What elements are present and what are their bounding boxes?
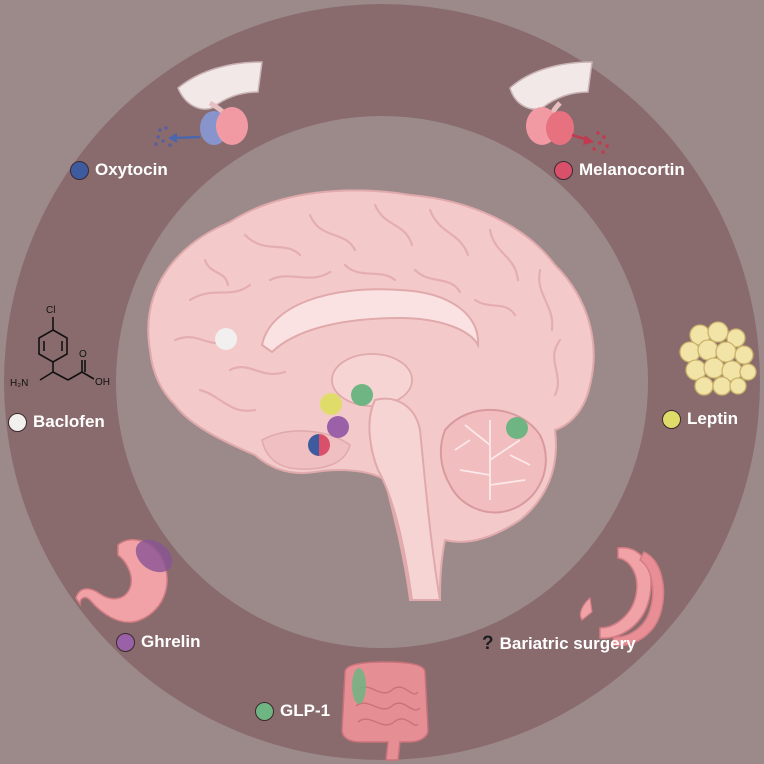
question-mark-icon: ? [482, 633, 494, 654]
oxytocin-label: Oxytocin [70, 160, 168, 180]
intestine-icon [341, 661, 429, 761]
glp1-label: GLP-1 [255, 701, 330, 721]
marker-ghrelin [327, 416, 349, 438]
leptin-text: Leptin [687, 409, 738, 428]
chem-hydroxyl-label: OH [95, 377, 110, 388]
chem-oxygen-label: O [79, 349, 87, 360]
ghrelin-text: Ghrelin [141, 632, 201, 651]
marker-glp1-hindbrain [506, 417, 528, 439]
melanocortin-text: Melanocortin [579, 160, 685, 179]
ghrelin-dot-icon [116, 632, 135, 652]
sleeve-stomach-icon [579, 547, 665, 647]
pituitary-right-icon [509, 61, 609, 154]
marker-leptin [320, 393, 342, 415]
baclofen-structure-icon [38, 317, 95, 381]
oxytocin-dot-icon [70, 160, 89, 180]
marker-oxytocin-melanocortin [308, 434, 330, 456]
melanocortin-label: Melanocortin [554, 160, 685, 180]
marker-baclofen [215, 328, 237, 350]
leptin-label: Leptin [662, 409, 738, 429]
melanocortin-dot-icon [554, 160, 573, 180]
baclofen-dot-icon [8, 412, 27, 432]
adipose-icon [679, 321, 757, 396]
pituitary-left-icon [154, 61, 263, 147]
chem-amine-label: H₂N [10, 378, 28, 389]
bariatric-text: Bariatric surgery [499, 634, 636, 653]
glp1-dot-icon [255, 701, 274, 721]
baclofen-text: Baclofen [33, 412, 105, 431]
ghrelin-label: Ghrelin [116, 632, 201, 652]
bariatric-label: ? Bariatric surgery [482, 633, 636, 655]
leptin-dot-icon [662, 409, 681, 429]
baclofen-label: Baclofen [8, 412, 105, 432]
stomach-icon [75, 539, 173, 623]
glp1-text: GLP-1 [280, 701, 331, 720]
chem-chlorine-label: Cl [46, 305, 55, 316]
marker-glp1-hypothalamus [351, 384, 373, 406]
oxytocin-text: Oxytocin [95, 160, 168, 179]
